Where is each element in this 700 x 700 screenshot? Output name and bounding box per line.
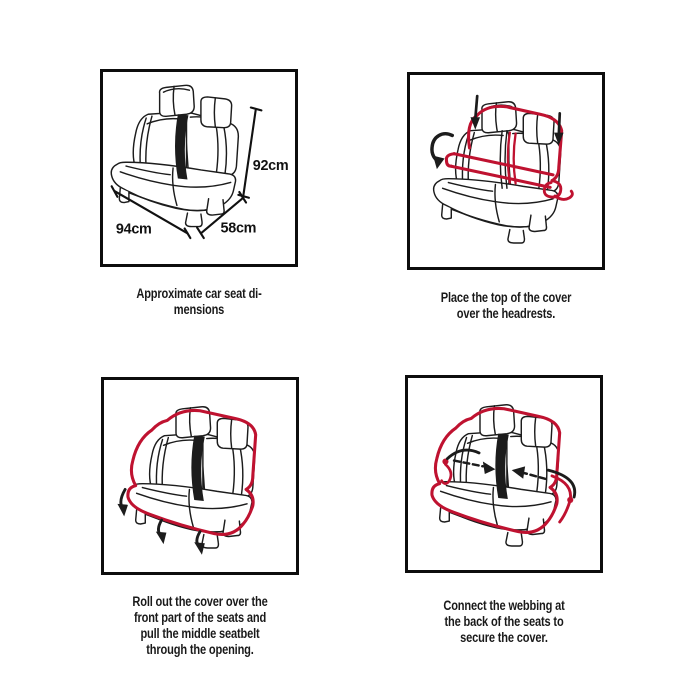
seat-cover-top [444,104,574,201]
dashed-arrow-icon [511,466,547,481]
caption-dimensions: Approximate car seat di- mensions [136,286,262,317]
dimension-line-height [237,106,263,199]
panel-frame-dimensions: 92cm 94cm 58cm [100,69,298,267]
width-label: 94cm [116,221,152,237]
arrows [117,488,205,555]
dashed-arrow-icon [452,459,496,474]
dimension-line-width [110,185,192,240]
connect-webbing-illustration [430,404,577,547]
roll-out-illustration [117,406,258,555]
place-cover-illustration [430,94,574,244]
height-label: 92cm [253,158,289,174]
panel-frame-connect-webbing [405,375,603,573]
depth-label: 58cm [221,220,257,236]
arrows [445,448,577,499]
arrows [430,94,564,170]
dimension-line-depth [196,190,248,240]
rolled-cover-tube [452,152,555,177]
panel-frame-roll-out [101,377,299,575]
caption-connect-webbing: Connect the webbing at the back of the s… [443,598,565,645]
strap-knob [567,496,574,503]
caption-roll-out: Roll out the cover over the front part o… [132,594,268,657]
caption-place-cover: Place the top of the cover over the head… [440,290,572,321]
strap-arc [546,468,577,499]
cover-roll-spiral [542,179,563,199]
down-arrow-icon [470,94,481,130]
dimension-lines [110,106,263,240]
curl-arrow-icon [155,518,167,545]
down-arrow-icon [554,112,564,146]
panel-frame-place-cover [407,72,605,270]
curl-arrow-icon [117,488,128,517]
rotate-arrow-icon [430,132,454,170]
curl-arrow-icon [194,530,205,555]
seat-dimensions-illustration: 92cm 94cm 58cm [110,84,289,240]
strap-arc [445,448,481,461]
